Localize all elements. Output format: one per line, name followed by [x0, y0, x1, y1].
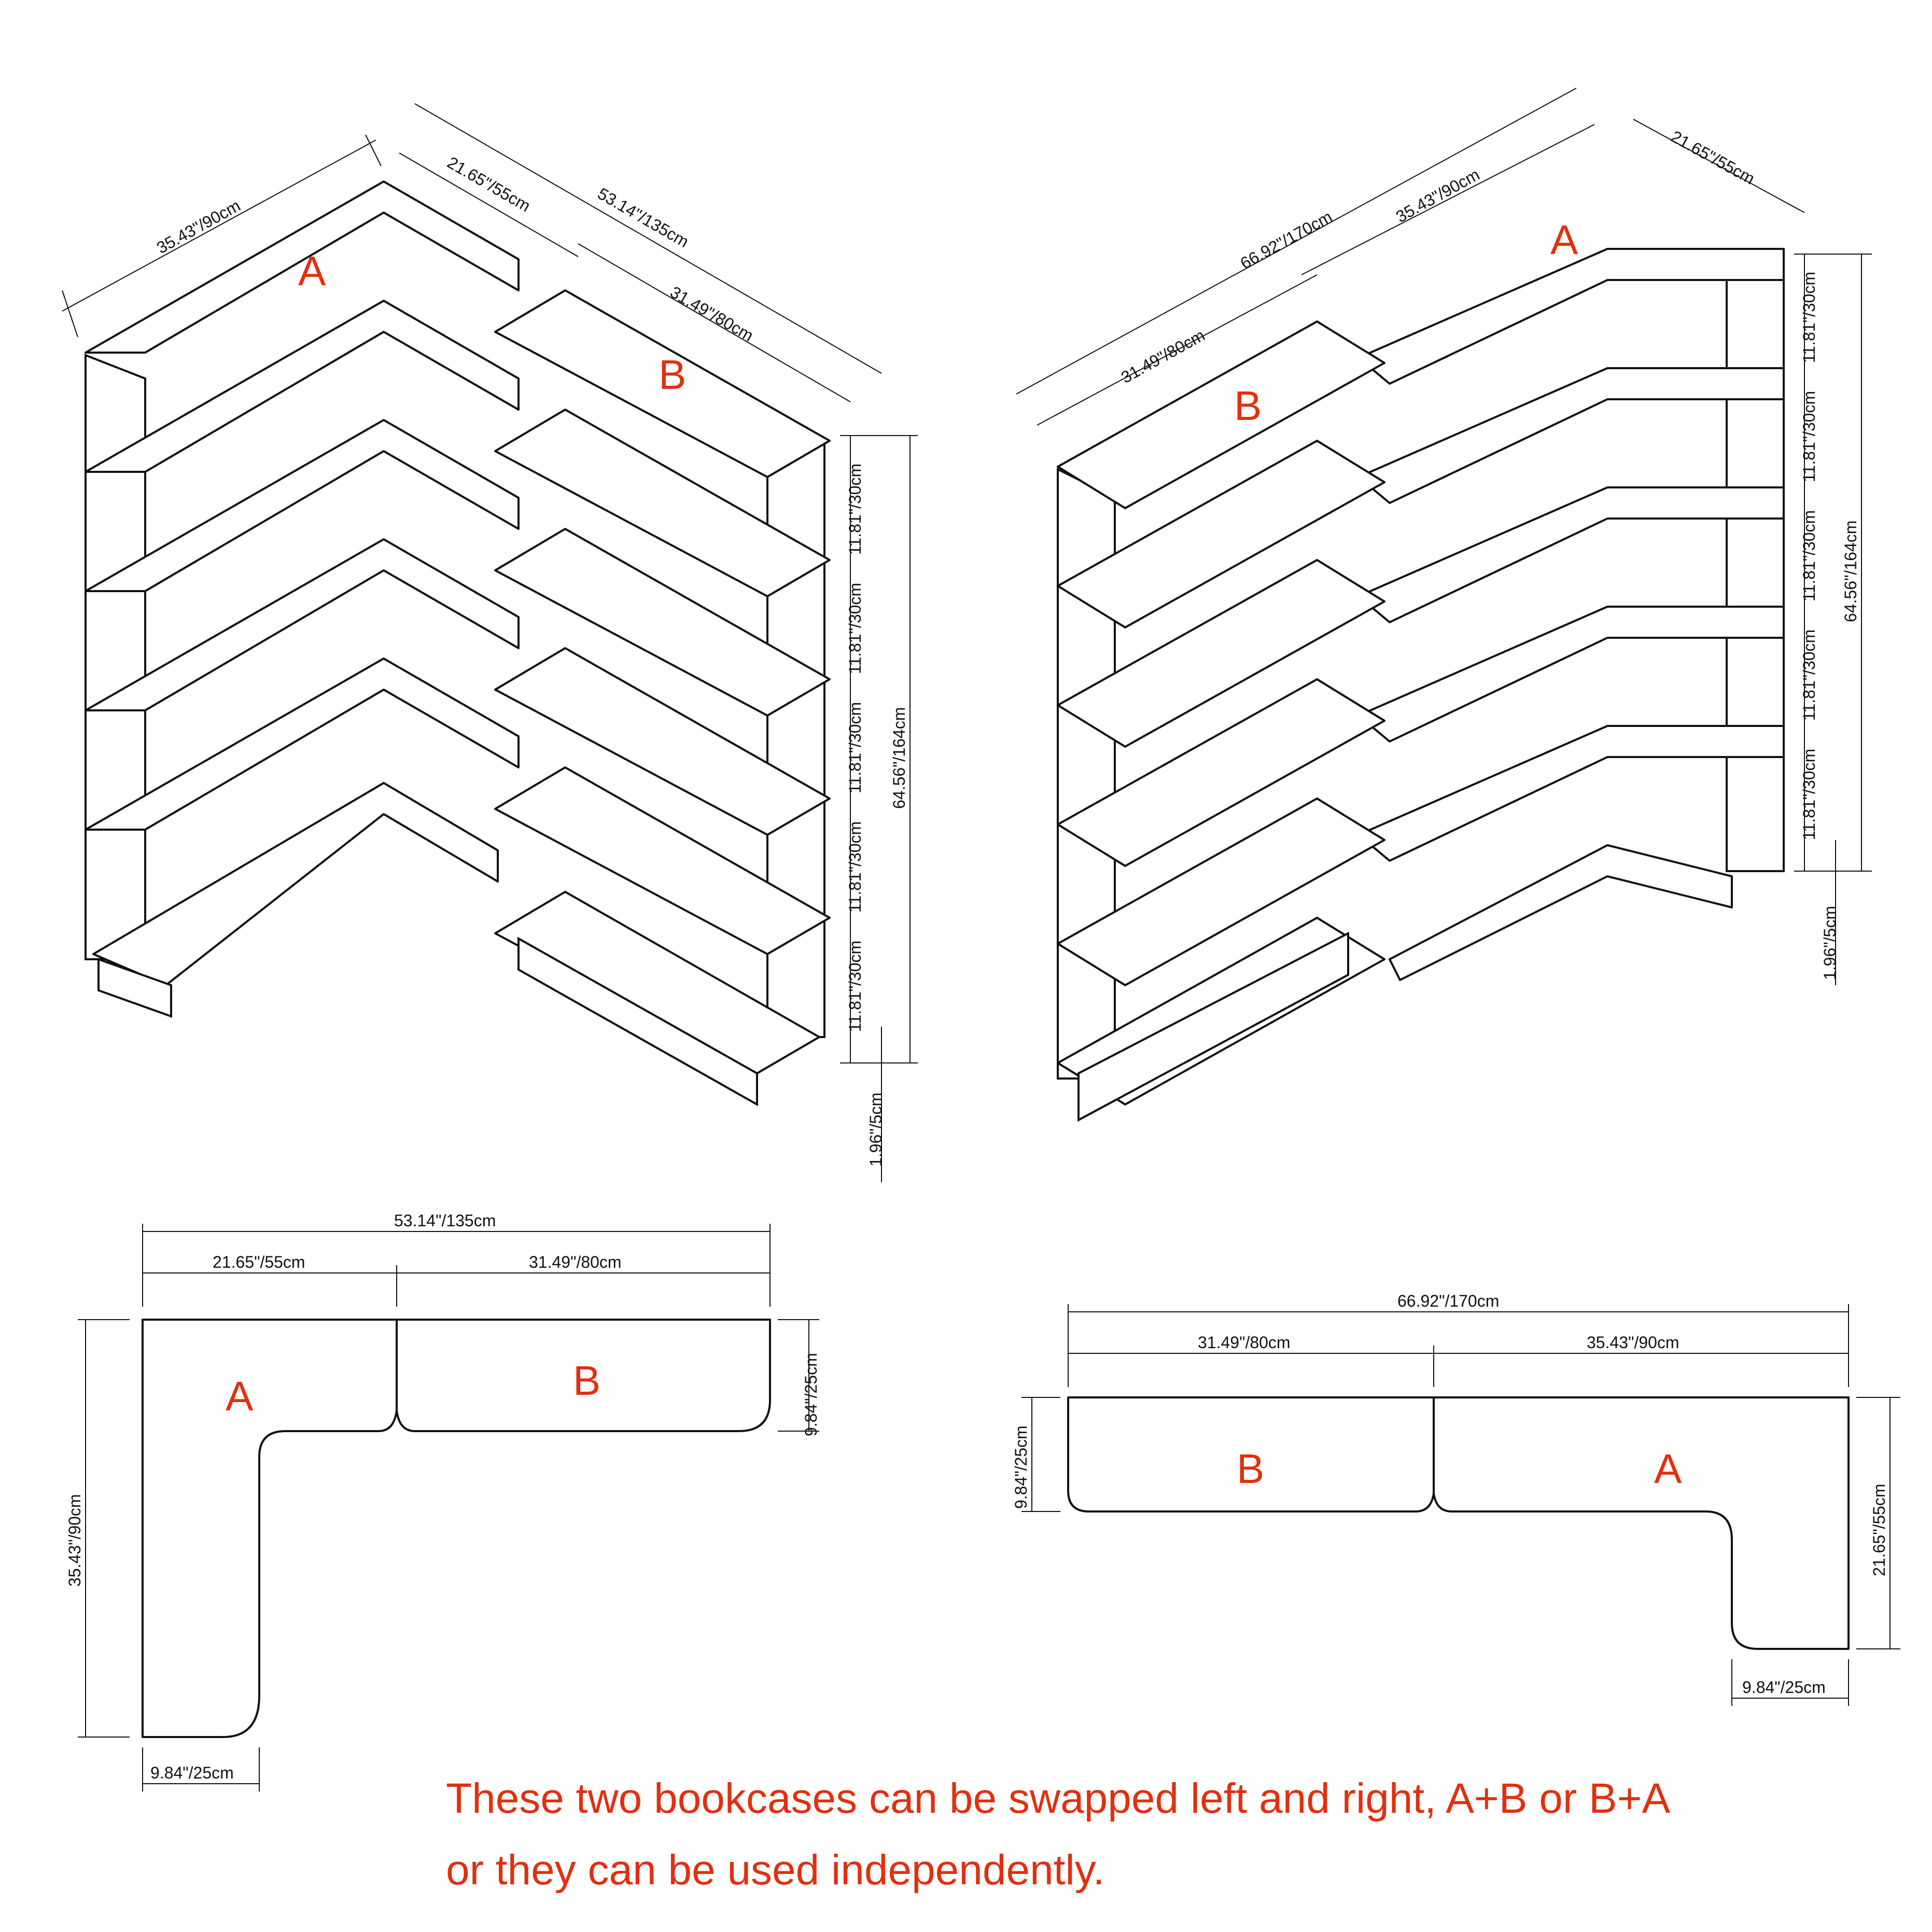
- iso-right-unit-b: [1057, 320, 1385, 1122]
- iso-view-left: 35.43"/90cm 21.65"/55cm 53.14"/135cm 31.…: [62, 103, 918, 1182]
- iso-left-unit-b: [494, 289, 831, 1107]
- dim-plan-h55-r: 21.65"/55cm: [1870, 1483, 1888, 1576]
- label-a-plan-right: A: [1654, 1446, 1682, 1492]
- dim-w80: 31.49"/80cm: [667, 283, 757, 345]
- label-a-iso-right: A: [1550, 217, 1578, 263]
- dim-w135: 53.14"/135cm: [595, 184, 692, 251]
- iso-view-right: 66.92"/170cm 35.43"/90cm 31.49"/80cm 21.…: [1016, 88, 1872, 1122]
- dim-plan-h90: 35.43"/90cm: [65, 1494, 84, 1587]
- dim-plan-w55: 21.65"/55cm: [213, 1253, 305, 1271]
- label-b-plan-left: B: [573, 1357, 600, 1404]
- dim-h30-r4: 11.81"/30cm: [1800, 629, 1818, 721]
- dim-w55-r: 21.65"/55cm: [1668, 127, 1758, 188]
- dim-plan-b25: 9.84"/25cm: [150, 1763, 234, 1782]
- caption: These two bookcases can be swapped left …: [446, 1763, 1794, 1906]
- plan-view-right: 66.92"/170cm 31.49"/80cm 35.43"/90cm 9.8…: [1012, 1292, 1900, 1706]
- dim-h30-3: 11.81"/30cm: [846, 702, 864, 793]
- label-a-iso-left: A: [298, 248, 326, 294]
- dim-plan-w170: 66.92"/170cm: [1397, 1292, 1499, 1310]
- dim-plan-d25: 9.84"/25cm: [802, 1353, 820, 1436]
- dim-h30-4: 11.81"/30cm: [846, 821, 864, 913]
- iso-right-unit-a: [1357, 248, 1785, 981]
- dim-plan-w90-r: 35.43"/90cm: [1587, 1333, 1679, 1352]
- label-b-iso-right: B: [1234, 383, 1262, 429]
- dim-h5-r: 1.96"/5cm: [1821, 906, 1839, 980]
- dim-h164: 64.56"/164cm: [890, 707, 908, 809]
- dim-h30-r1: 11.81"/30cm: [1800, 272, 1818, 363]
- dim-h164-r: 64.56"/164cm: [1841, 521, 1860, 622]
- dim-w80-r: 31.49"/80cm: [1118, 326, 1208, 387]
- dim-w55: 21.65"/55cm: [444, 153, 534, 215]
- dim-h30-5: 11.81"/30cm: [846, 941, 864, 1032]
- label-a-plan-left: A: [226, 1373, 254, 1419]
- dim-w90: 35.43"/90cm: [153, 196, 244, 257]
- label-b-plan-right: B: [1237, 1446, 1264, 1492]
- dim-plan-b25-r: 9.84"/25cm: [1742, 1678, 1826, 1697]
- dim-h30-r5: 11.81"/30cm: [1800, 749, 1818, 840]
- dim-plan-w80: 31.49"/80cm: [529, 1253, 622, 1271]
- dim-h30-r2: 11.81"/30cm: [1800, 391, 1818, 482]
- plan-view-left: 53.14"/135cm 21.65"/55cm 31.49"/80cm 35.…: [65, 1211, 820, 1791]
- dim-h30-1: 11.81"/30cm: [846, 464, 864, 555]
- dim-plan-d25-r: 9.84"/25cm: [1012, 1425, 1030, 1509]
- dim-h30-r3: 11.81"/30cm: [1800, 510, 1818, 601]
- dim-plan-w80-r: 31.49"/80cm: [1198, 1333, 1291, 1352]
- dim-w90-r: 35.43"/90cm: [1393, 165, 1483, 226]
- dim-h5: 1.96"/5cm: [866, 1093, 885, 1167]
- dim-h30-2: 11.81"/30cm: [846, 583, 864, 674]
- dim-plan-w135: 53.14"/135cm: [394, 1211, 496, 1230]
- caption-line-2: or they can be used independently.: [446, 1846, 1105, 1894]
- iso-left-unit-a: [85, 180, 520, 1018]
- label-b-iso-left: B: [659, 352, 686, 398]
- dim-w170: 66.92"/170cm: [1237, 207, 1335, 273]
- caption-line-1: These two bookcases can be swapped left …: [446, 1775, 1671, 1822]
